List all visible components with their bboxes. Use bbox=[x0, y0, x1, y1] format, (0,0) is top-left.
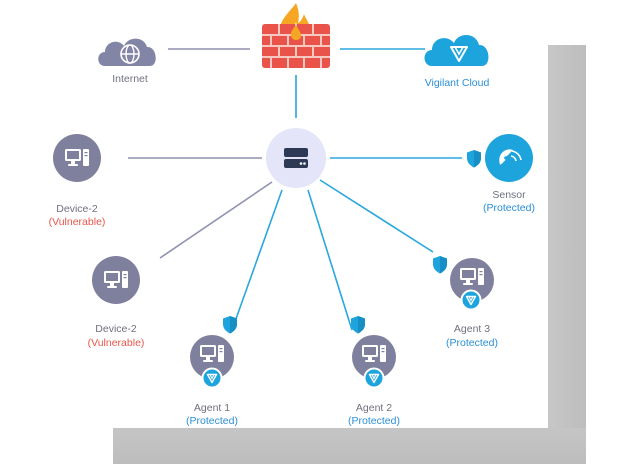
globe-icon bbox=[120, 44, 140, 64]
sensor-shield-icon bbox=[467, 150, 481, 168]
device-mid-name: Device-2 bbox=[95, 323, 137, 335]
device-vulnerable-top-node[interactable] bbox=[53, 134, 101, 182]
agent1-badge-icon bbox=[201, 367, 223, 389]
server-icon bbox=[284, 148, 308, 168]
link-hub-agent1 bbox=[231, 189, 283, 331]
agent2-status: (Protected) bbox=[348, 415, 400, 427]
agent2-name: Agent 2 bbox=[355, 402, 393, 414]
internet-label: Internet bbox=[112, 73, 148, 85]
agent3-status: (Protected) bbox=[446, 337, 498, 349]
firewall-icon bbox=[262, 3, 330, 68]
satellite-dish-icon bbox=[499, 149, 522, 165]
agent2-badge-icon bbox=[363, 367, 385, 389]
card-shadow-right bbox=[548, 45, 586, 428]
agent1-shield-icon bbox=[223, 316, 237, 334]
agent3-name: Agent 3 bbox=[453, 323, 491, 335]
link-hub-device-mid bbox=[159, 181, 273, 259]
vigilant-cloud-label: Vigilant Cloud bbox=[424, 77, 490, 89]
agent1-node[interactable] bbox=[190, 335, 234, 379]
agent2-shield-icon bbox=[351, 316, 365, 334]
sensor-status: (Protected) bbox=[483, 202, 535, 214]
sensor-name: Sensor bbox=[492, 189, 526, 201]
agent1-name: Agent 1 bbox=[193, 402, 231, 414]
agent3-shield-icon bbox=[433, 256, 447, 274]
internet-cloud-icon bbox=[98, 38, 156, 66]
agent2-node[interactable] bbox=[352, 335, 396, 379]
link-hub-agent3 bbox=[319, 179, 434, 253]
device-top-name: Device-2 bbox=[56, 203, 98, 215]
diagram-card bbox=[75, 0, 548, 428]
device-vulnerable-mid-node[interactable] bbox=[92, 256, 140, 304]
card-shadow-bottom bbox=[113, 428, 586, 464]
agent1-status: (Protected) bbox=[186, 415, 238, 427]
device-mid-status: (Vulnerable) bbox=[87, 337, 145, 349]
agent3-badge-icon bbox=[460, 289, 482, 311]
connection-lines bbox=[128, 48, 462, 331]
device-top-status: (Vulnerable) bbox=[48, 216, 106, 228]
hub-server-node[interactable] bbox=[266, 128, 326, 188]
agent3-node[interactable] bbox=[450, 258, 494, 302]
vigilant-cloud-icon bbox=[424, 34, 489, 66]
link-hub-agent2 bbox=[307, 189, 353, 331]
sensor-node[interactable] bbox=[485, 134, 533, 182]
